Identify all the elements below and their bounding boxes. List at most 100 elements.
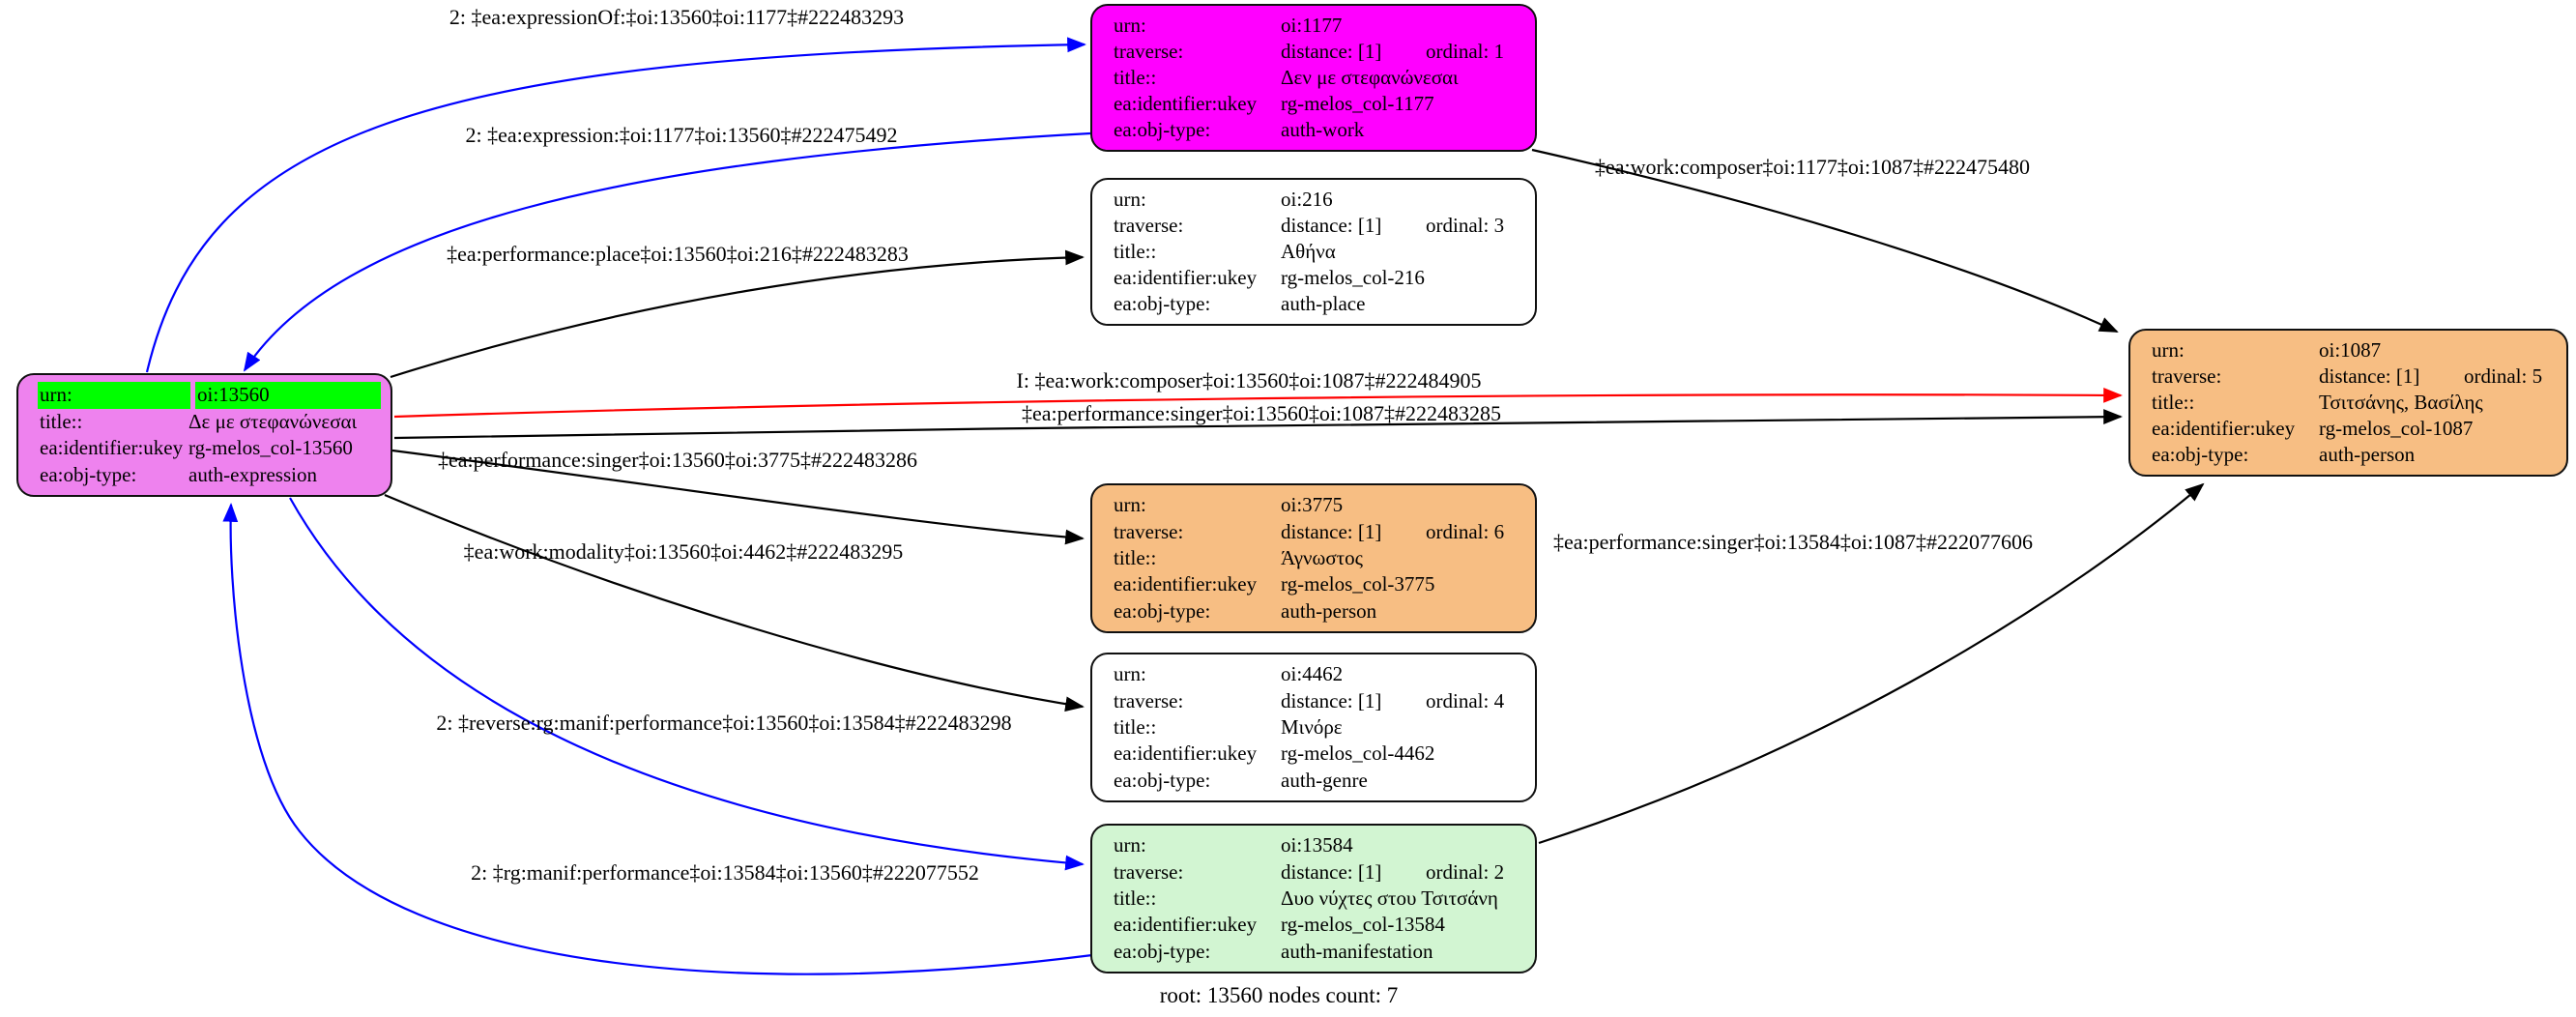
edge-manif-performance — [222, 503, 1093, 975]
field-traverse-label: traverse: — [1114, 214, 1184, 237]
edge-perf-singer-13584-1087 — [1538, 482, 2205, 845]
node-oi-216: urn: oi:216 traverse: distance: [1] ordinal:… — [1090, 178, 1537, 326]
edge-label-perf-singer-13560-3775: ‡ea:performance:singer‡oi:13560‡oi:3775‡… — [437, 448, 918, 472]
field-title-value: Δυο νύχτες στου Τσιτσάνη — [1281, 886, 1498, 910]
field-title-label: title:: — [40, 410, 83, 434]
field-title-value: Μινόρε — [1281, 715, 1343, 739]
field-identifier-ukey-value: rg-melos_col-4462 — [1281, 741, 1435, 766]
field-urn: urn: oi:3775 — [1092, 492, 1527, 518]
field-traverse: traverse: distance: [1]ordinal: 6 — [1092, 518, 1527, 544]
field-obj-type-label: ea:obj-type: — [1114, 768, 1211, 792]
field-urn-label: urn: — [38, 382, 190, 409]
node-oi-1177: urn: oi:1177 traverse: distance: [1]ordinal… — [1090, 4, 1537, 152]
field-identifier-ukey-value: rg-melos_col-1087 — [2319, 417, 2474, 440]
field-identifier-ukey-value: rg-melos_col-1177 — [1281, 92, 1434, 115]
field-urn-label: urn: — [1114, 662, 1146, 686]
edge-label-perf-place: ‡ea:performance:place‡oi:13560‡oi:216‡#2… — [447, 242, 909, 266]
field-obj-type-label: ea:obj-type: — [1114, 118, 1211, 141]
field-urn-value: oi:216 — [1281, 188, 1333, 211]
field-title: title::Δυο νύχτες στου Τσιτσάνη — [1092, 886, 1527, 912]
field-obj-type-label: ea:obj-type: — [1114, 939, 1211, 963]
field-obj-type: ea:obj-type: auth-expression — [18, 462, 383, 488]
edge-perf-place — [390, 249, 1085, 379]
field-traverse-label: traverse: — [1114, 688, 1184, 712]
field-title-label: title:: — [1114, 546, 1157, 569]
field-identifier-ukey-label: ea:identifier:ukey — [2152, 417, 2296, 440]
edge-label-manif-performance: 2: ‡rg:manif:performance‡oi:13584‡oi:135… — [471, 860, 979, 885]
traverse-ordinal: ordinal: 3 — [1426, 214, 1505, 237]
field-traverse-value: distance: [1] ordinal: 2 — [1281, 859, 1527, 884]
field-urn-label: urn: — [1114, 833, 1146, 857]
field-title: title::Τσιτσάνης, Βασίλης — [2130, 390, 2559, 416]
field-obj-type-value: auth-person — [1281, 598, 1377, 623]
field-urn: urn: oi:1177 — [1092, 13, 1527, 39]
field-obj-type-label: ea:obj-type: — [1114, 292, 1211, 315]
field-traverse: traverse:distance: [1]ordinal: 4 — [1092, 687, 1527, 713]
field-obj-type-value: auth-place — [1281, 292, 1366, 315]
field-urn: urn: oi:216 — [1092, 187, 1527, 213]
field-identifier-ukey-label: ea:identifier:ukey — [1114, 572, 1258, 596]
field-traverse-value: distance: [1]ordinal: 5 — [2319, 366, 2559, 387]
field-traverse-value: distance: [1]ordinal: 1 — [1281, 42, 1527, 62]
field-title: title::Αθήνα — [1092, 239, 1527, 265]
edge-work-modality — [384, 493, 1085, 712]
field-urn: urn: oi:4462 — [1092, 661, 1527, 687]
field-traverse-label: traverse: — [1114, 859, 1184, 884]
edge-expression — [243, 131, 1091, 372]
field-urn-label: urn: — [1114, 493, 1146, 517]
field-obj-type-value: auth-person — [2319, 443, 2416, 466]
field-urn-value: oi:3775 — [1281, 493, 1344, 517]
field-obj-type: ea:obj-type: auth-person — [1092, 598, 1527, 625]
field-urn-label: urn: — [1114, 14, 1146, 37]
field-traverse: traverse: distance: [1]ordinal: 1 — [1092, 39, 1527, 65]
field-obj-type: ea:obj-type: auth-genre — [1092, 768, 1527, 794]
edge-label-perf-singer-13560-1087: ‡ea:performance:singer‡oi:13560‡oi:1087‡… — [1021, 401, 1502, 425]
field-obj-type: ea:obj-type: auth-manifestation — [1092, 939, 1527, 965]
field-urn-value: oi:1177 — [1281, 14, 1343, 37]
field-title-value: Άγνωστος — [1281, 546, 1363, 569]
field-obj-type-value: auth-expression — [188, 462, 317, 486]
field-title: title::Άγνωστος — [1092, 545, 1527, 571]
field-identifier-ukey-label: ea:identifier:ukey — [1114, 266, 1258, 289]
field-obj-type-label: ea:obj-type: — [1114, 598, 1211, 623]
field-identifier-ukey-value: rg-melos_col-3775 — [1281, 572, 1435, 596]
field-obj-type-value: auth-genre — [1281, 768, 1368, 792]
traverse-ordinal: ordinal: 2 — [1426, 859, 1505, 884]
field-obj-type-label: ea:obj-type: — [40, 462, 137, 486]
field-traverse-label: traverse: — [1114, 40, 1184, 63]
field-traverse-label: traverse: — [1114, 519, 1184, 543]
field-urn-value: oi:4462 — [1281, 662, 1344, 686]
field-traverse-value: distance: [1] ordinal: 3 — [1281, 216, 1527, 236]
field-title-value: Αθήνα — [1281, 240, 1336, 263]
field-identifier-ukey: ea:identifier:ukey rg-melos_col-1177 — [1092, 91, 1527, 117]
field-identifier-ukey-value: rg-melos_col-216 — [1281, 266, 1425, 289]
field-identifier-ukey-label: ea:identifier:ukey — [1114, 913, 1258, 937]
field-obj-type: ea:obj-type: auth-place — [1092, 291, 1527, 317]
traverse-distance: distance: [1] — [1281, 519, 1382, 543]
field-traverse: traverse: distance: [1] ordinal: 3 — [1092, 213, 1527, 239]
field-traverse-value: distance: [1]ordinal: 6 — [1281, 519, 1527, 543]
field-urn-value: oi:13584 — [1281, 833, 1353, 857]
field-obj-type-value: auth-manifestation — [1281, 939, 1433, 963]
edge-label-expression: 2: ‡ea:expression:‡oi:1177‡oi:13560‡#222… — [465, 123, 898, 147]
edge-work-composer-1177-1087 — [1531, 148, 2119, 333]
field-urn: urn: oi:13584 — [1092, 832, 1527, 858]
traverse-distance: distance: [1] — [1281, 859, 1382, 884]
field-identifier-ukey: ea:identifier:ukey rg-melos_col-1087 — [2130, 416, 2559, 442]
node-oi-3775: urn: oi:3775 traverse: distance: [1]ordinal… — [1090, 483, 1537, 633]
field-urn-label: urn: — [1114, 188, 1146, 211]
traverse-distance: distance: [1] — [1281, 214, 1382, 237]
field-obj-type-value: auth-work — [1281, 118, 1365, 141]
field-title: title::Δε με στεφανώνεσαι — [18, 409, 383, 435]
edge-label-work-composer-13560-1087: I: ‡ea:work:composer‡oi:13560‡oi:1087‡#2… — [1016, 368, 1482, 392]
field-traverse: traverse: distance: [1] ordinal: 2 — [1092, 858, 1527, 885]
field-title-value: Δε με στεφανώνεσαι — [188, 410, 358, 434]
field-identifier-ukey-label: ea:identifier:ukey — [1114, 92, 1258, 115]
edge-work-composer-13560-1087 — [393, 387, 2123, 419]
